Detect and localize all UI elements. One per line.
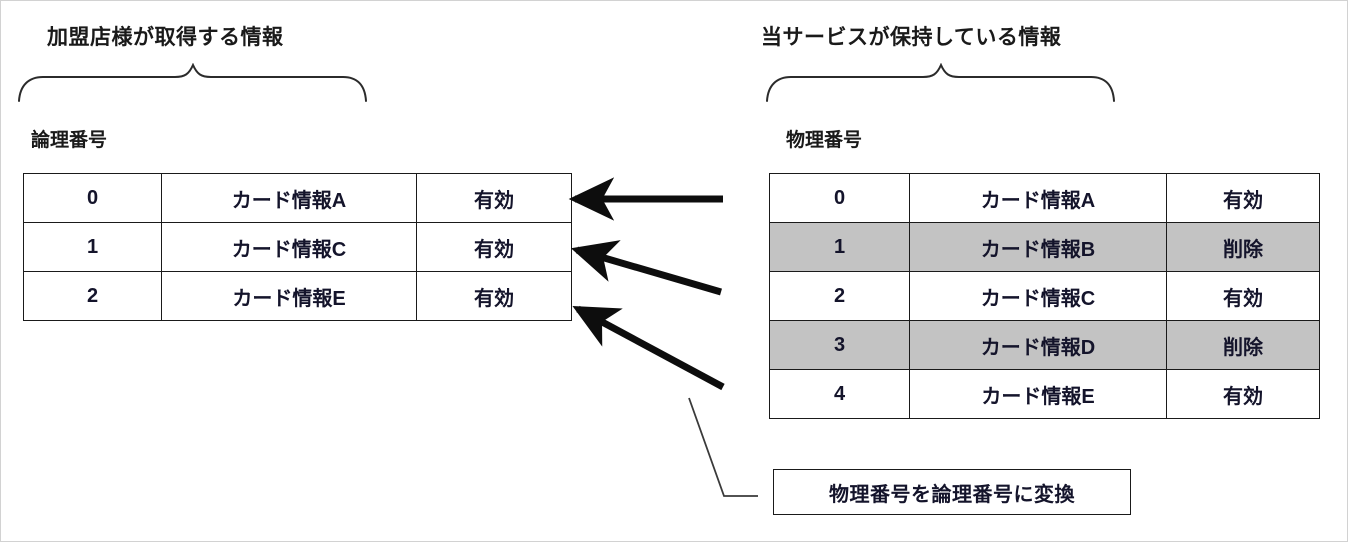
logical-cell-number: 1 (23, 222, 162, 272)
logical-cell-status: 有効 (416, 222, 572, 272)
caption-box: 物理番号を論理番号に変換 (773, 469, 1131, 515)
logical-cell-number: 0 (23, 173, 162, 223)
physical-cell-status: 削除 (1166, 320, 1320, 370)
arrow-physical4-to-logical2 (572, 305, 725, 391)
physical-cell-card: カード情報A (909, 173, 1167, 223)
physical-cell-number: 1 (769, 222, 910, 272)
logical-cell-card: カード情報A (161, 173, 417, 223)
logical-cell-status: 有効 (416, 271, 572, 321)
physical-cell-number: 4 (769, 369, 910, 419)
physical-cell-number: 2 (769, 271, 910, 321)
logical-cell-card: カード情報E (161, 271, 417, 321)
right-section-heading: 当サービスが保持している情報 (761, 26, 1062, 49)
physical-cell-card: カード情報B (909, 222, 1167, 272)
physical-cell-card: カード情報C (909, 271, 1167, 321)
logical-cell-number: 2 (23, 271, 162, 321)
physical-cell-status: 有効 (1166, 173, 1320, 223)
physical-cell-status: 有効 (1166, 369, 1320, 419)
physical-cell-card: カード情報D (909, 320, 1167, 370)
left-section-heading: 加盟店様が取得する情報 (47, 26, 284, 49)
arrow-physical2-to-logical1 (570, 240, 722, 296)
caption-leader-line (688, 397, 758, 497)
physical-cell-status: 削除 (1166, 222, 1320, 272)
left-brace-icon (18, 63, 367, 102)
logical-cell-card: カード情報C (161, 222, 417, 272)
logical-cell-status: 有効 (416, 173, 572, 223)
physical-cell-number: 0 (769, 173, 910, 223)
right-brace-icon (766, 63, 1115, 102)
physical-cell-number: 3 (769, 320, 910, 370)
physical-cell-status: 有効 (1166, 271, 1320, 321)
physical-cell-card: カード情報E (909, 369, 1167, 419)
left-column-label: 論理番号 (31, 130, 108, 151)
caption-text: 物理番号を論理番号に変換 (829, 483, 1075, 506)
right-column-label: 物理番号 (786, 130, 863, 151)
